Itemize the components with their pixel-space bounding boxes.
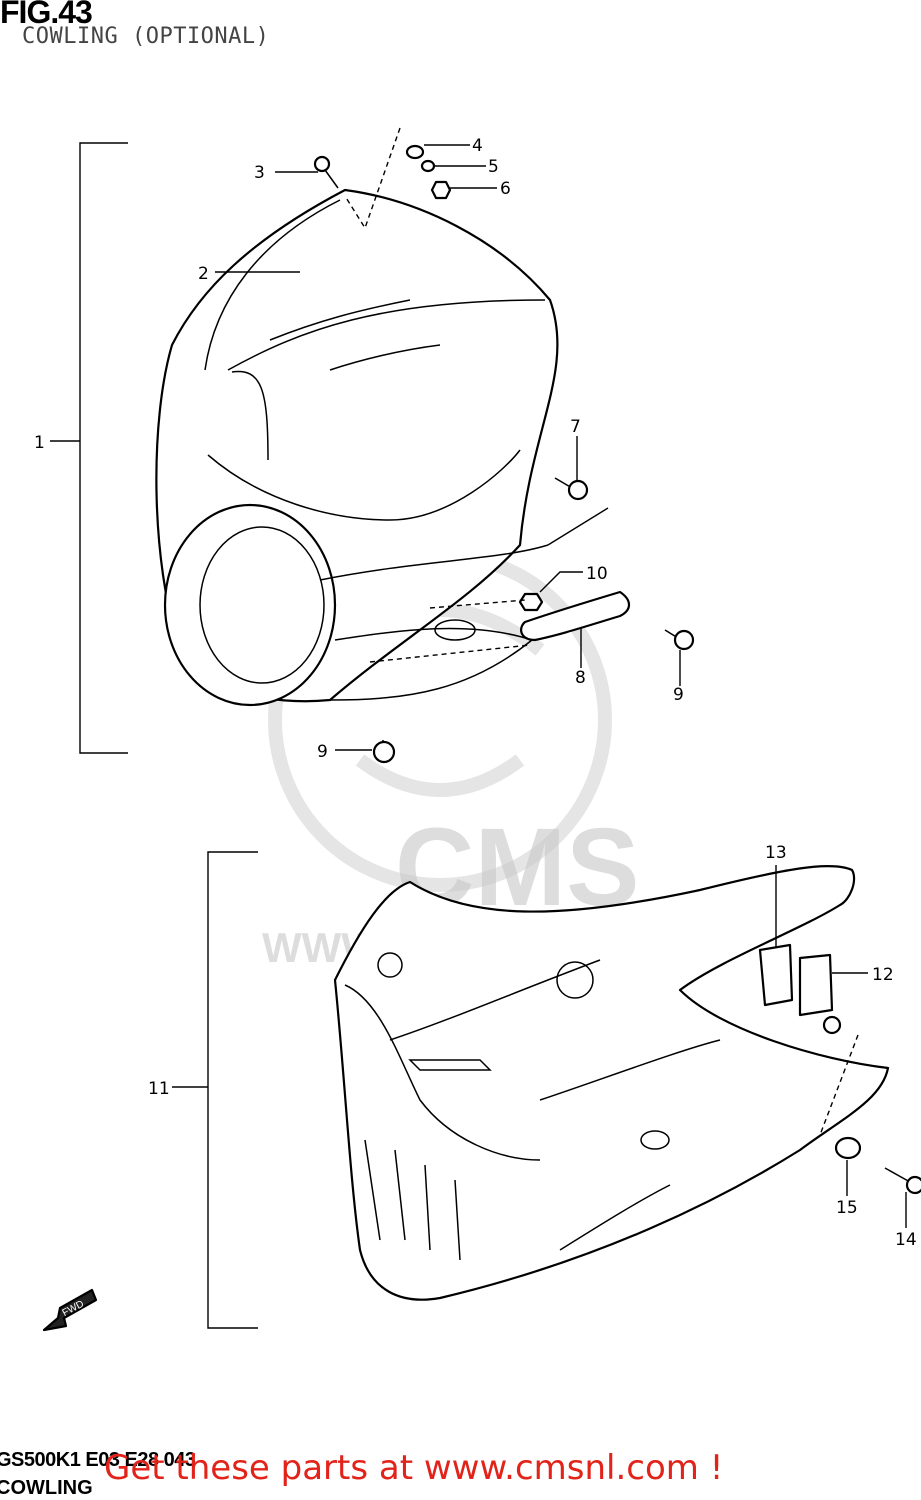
bolt-9-right — [664, 629, 695, 651]
group-bracket-11 — [207, 851, 258, 1329]
promo-link[interactable]: Get these parts at www.cmsnl.com ! — [104, 1448, 724, 1488]
group-bracket-1 — [79, 142, 128, 754]
bolt-14 — [884, 1167, 921, 1195]
callout-1: 1 — [34, 433, 45, 453]
diagram-name: COWLING — [0, 1477, 93, 1499]
clip-13 — [758, 943, 794, 1007]
callout-9-right: 9 — [673, 685, 684, 705]
figure-subtitle: COWLING (OPTIONAL) — [22, 24, 270, 49]
screw-3 — [313, 155, 339, 189]
bolt-7 — [554, 477, 589, 501]
washer-5 — [420, 159, 436, 173]
mount-line-7 — [547, 507, 609, 546]
callout-8: 8 — [575, 668, 586, 688]
mount-line-8 — [429, 599, 526, 609]
fwd-arrow: FWD — [42, 1288, 98, 1332]
callout-15: 15 — [836, 1198, 858, 1218]
callout-6: 6 — [500, 179, 511, 199]
callout-13: 13 — [765, 843, 787, 863]
callout-12: 12 — [872, 965, 894, 985]
callout-9-lower: 9 — [317, 742, 328, 762]
callout-3: 3 — [254, 163, 265, 183]
callout-14: 14 — [895, 1230, 917, 1250]
nut-10 — [518, 592, 544, 612]
callout-2: 2 — [198, 264, 209, 284]
washer-4 — [405, 144, 425, 160]
leader-10 — [539, 571, 583, 593]
fwd-label: FWD — [61, 1299, 86, 1319]
callout-7: 7 — [570, 417, 581, 437]
washer-15 — [834, 1136, 862, 1160]
lower-cowling — [333, 865, 890, 1301]
callout-5: 5 — [488, 157, 499, 177]
bracket-8 — [520, 590, 631, 642]
nut-6 — [430, 180, 452, 200]
bolt-9-lower — [372, 740, 396, 764]
diagram-code: GS500K1 E03 E28 043 — [0, 1449, 196, 1471]
bracket-12 — [798, 953, 842, 1035]
callout-10: 10 — [586, 564, 608, 584]
figure-number: FIG.43 — [0, 0, 93, 30]
callout-4: 4 — [472, 136, 483, 156]
callout-11: 11 — [148, 1079, 170, 1099]
upper-cowling — [155, 188, 559, 707]
parts-diagram: CMS WWW.CMSNL.COM — [34, 127, 921, 1332]
